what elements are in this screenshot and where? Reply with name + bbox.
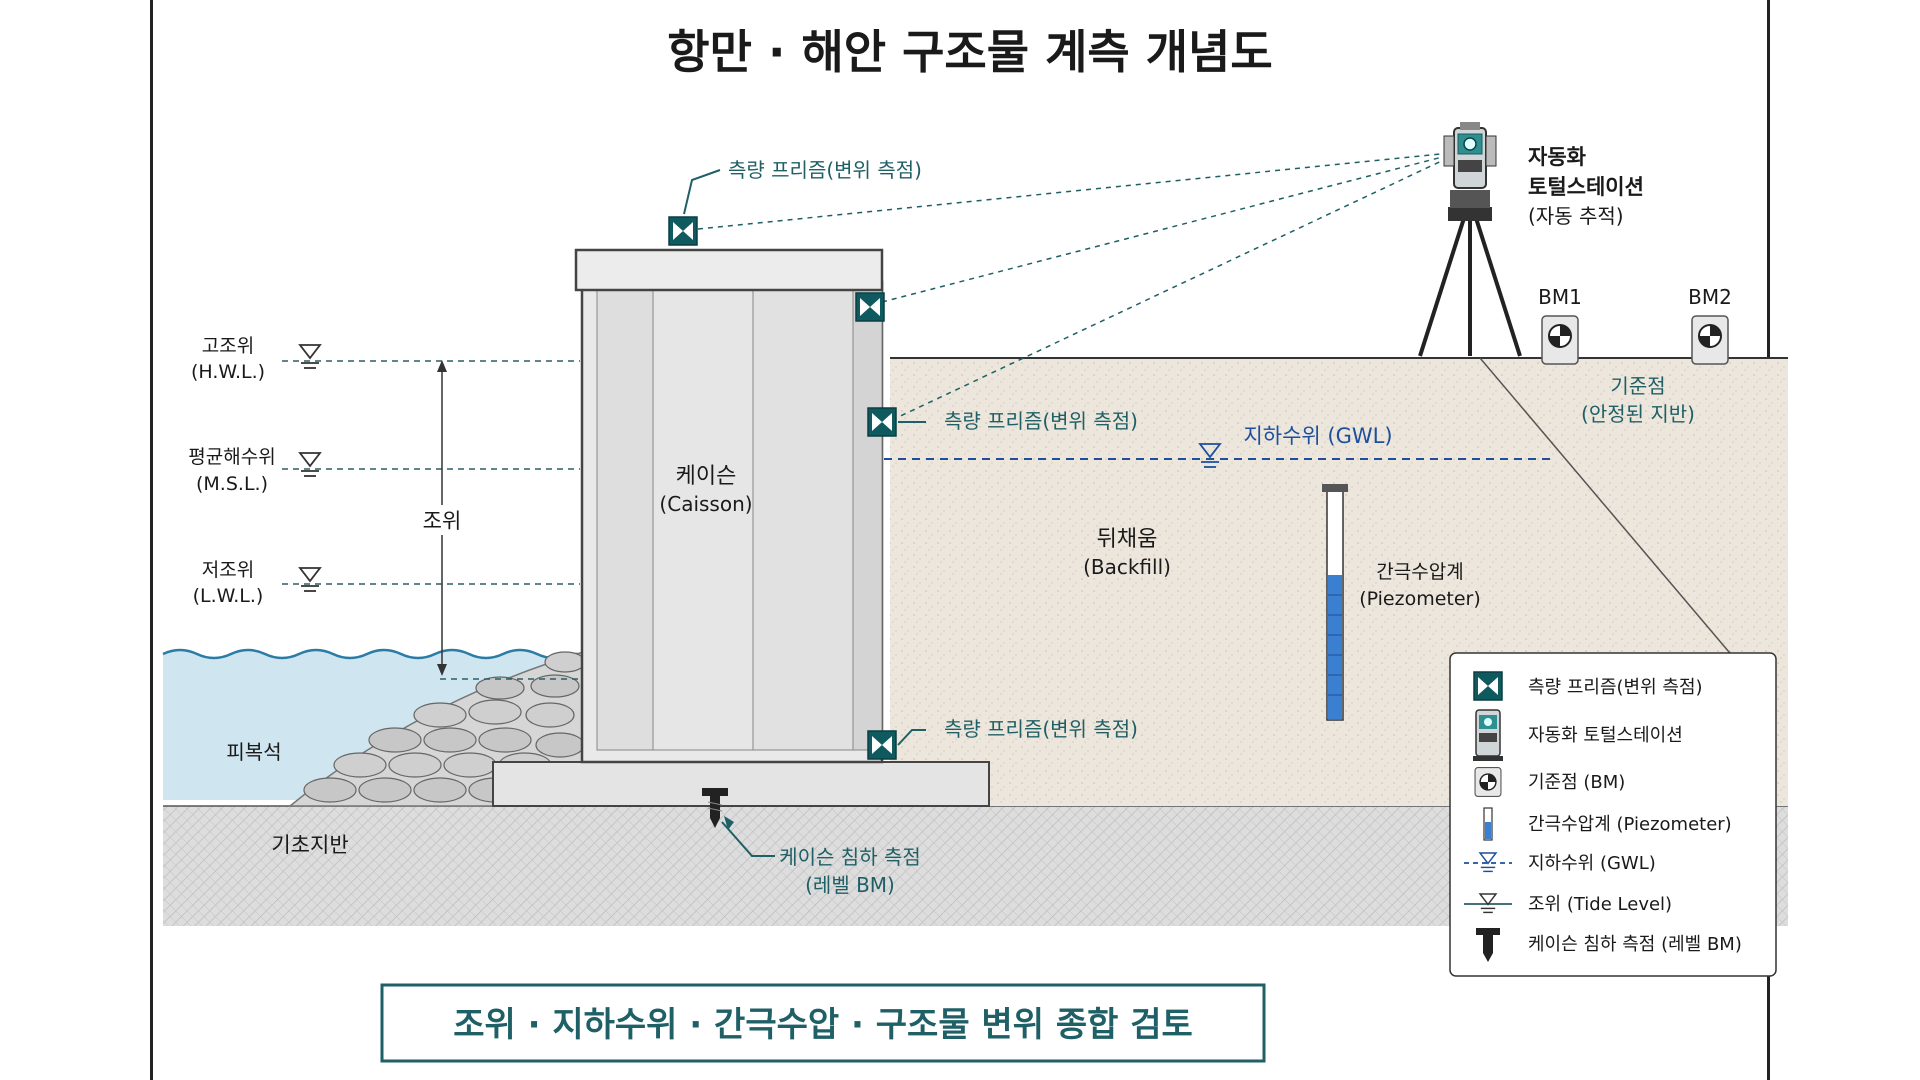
settlement-leader	[721, 821, 775, 857]
settlement-marker-icon	[702, 788, 728, 828]
prism-bottom-icon	[867, 730, 897, 760]
stable-ground-boundary	[1479, 357, 1741, 666]
legend: 측량 프리즘(변위 측점) 자동화 토털스테이션 기준점 (BM) 간극수압계 …	[1449, 652, 1777, 977]
station-label-3: (자동 추적)	[1528, 204, 1624, 228]
benchmark-label: 기준점	[1610, 374, 1665, 398]
legend-label-gwl: 지하수위 (GWL)	[1528, 853, 1656, 874]
hwl-abbr: (H.W.L.)	[191, 361, 265, 383]
piezometer-sublabel: (Piezometer)	[1359, 588, 1481, 610]
benchmark-sublabel: (안정된 지반)	[1581, 402, 1695, 426]
sight-lines	[697, 152, 1451, 421]
prism-mid-label: 측량 프리즘(변위 측점)	[944, 409, 1138, 433]
prism-bottom-label: 측량 프리즘(변위 측점)	[944, 717, 1138, 741]
bm2-label: BM2	[1688, 285, 1732, 309]
total-station-icon	[1418, 122, 1522, 357]
hwl-tide-symbol	[299, 344, 321, 369]
gwl-label: 지하수위 (GWL)	[1243, 424, 1392, 448]
prism-top-label: 측량 프리즘(변위 측점)	[728, 158, 922, 182]
msl-tide-symbol	[299, 452, 321, 477]
legend-label-settlement: 케이슨 침하 측점 (레벨 BM)	[1528, 934, 1742, 955]
summary-text: 조위 · 지하수위 · 간극수압 · 구조물 변위 종합 검토	[453, 1005, 1193, 1045]
backfill-sublabel: (Backfill)	[1083, 555, 1171, 579]
legend-settlement-marker-icon	[1476, 928, 1500, 962]
bm2-benchmark-icon	[1691, 315, 1729, 365]
piezometer-label: 간극수압계	[1376, 561, 1463, 583]
prism-corner-icon	[855, 292, 885, 322]
prism-top-icon	[668, 216, 698, 246]
tide-range-arrow	[418, 360, 466, 676]
prism-mid-icon	[867, 407, 897, 437]
foundation-label: 기초지반	[271, 833, 348, 857]
msl-abbr: (M.S.L.)	[196, 473, 268, 495]
msl-label: 평균해수위	[188, 446, 275, 468]
tide-label: 조위	[423, 509, 462, 533]
legend-gwl-icon	[1464, 852, 1512, 873]
summary-box	[380, 983, 1266, 1063]
water-level-lines	[282, 360, 580, 680]
station-label: 자동화	[1528, 145, 1587, 169]
caisson-sublabel: (Caisson)	[659, 492, 752, 516]
lwl-abbr: (L.W.L.)	[193, 585, 264, 607]
backfill-label: 뒤채움	[1097, 527, 1158, 552]
lwl-label: 저조위	[202, 559, 254, 581]
hwl-label: 고조위	[202, 335, 254, 357]
settlement-sublabel: (레벨 BM)	[805, 873, 895, 897]
station-label-2: 토털스테이션	[1528, 175, 1644, 199]
legend-prism-icon	[1473, 671, 1503, 701]
legend-label-benchmark: 기준점 (BM)	[1528, 772, 1625, 793]
caisson	[574, 248, 884, 764]
legend-total-station-icon	[1473, 709, 1503, 761]
diagram-title: 항만 · 해안 구조물 계측 개념도	[667, 25, 1272, 79]
legend-label-tide-level: 조위 (Tide Level)	[1528, 894, 1672, 915]
bm1-benchmark-icon	[1541, 315, 1579, 365]
settlement-leader-arrow	[724, 816, 734, 830]
bm1-label: BM1	[1538, 285, 1582, 309]
caisson-base-slab	[492, 761, 990, 807]
caisson-label: 케이슨	[676, 464, 737, 489]
legend-tide-level-icon	[1464, 893, 1512, 914]
legend-piezometer-icon	[1483, 807, 1493, 841]
legend-label-prism: 측량 프리즘(변위 측점)	[1528, 677, 1703, 698]
settlement-label: 케이슨 침하 측점	[779, 845, 921, 869]
piezometer	[1322, 484, 1348, 721]
legend-benchmark-icon	[1474, 767, 1502, 797]
lwl-tide-symbol	[299, 567, 321, 592]
prism-leaders	[683, 169, 926, 746]
legend-label-piezometer: 간극수압계 (Piezometer)	[1528, 814, 1732, 835]
armor-label: 피복석	[226, 740, 281, 764]
legend-label-total-station: 자동화 토털스테이션	[1528, 725, 1683, 746]
